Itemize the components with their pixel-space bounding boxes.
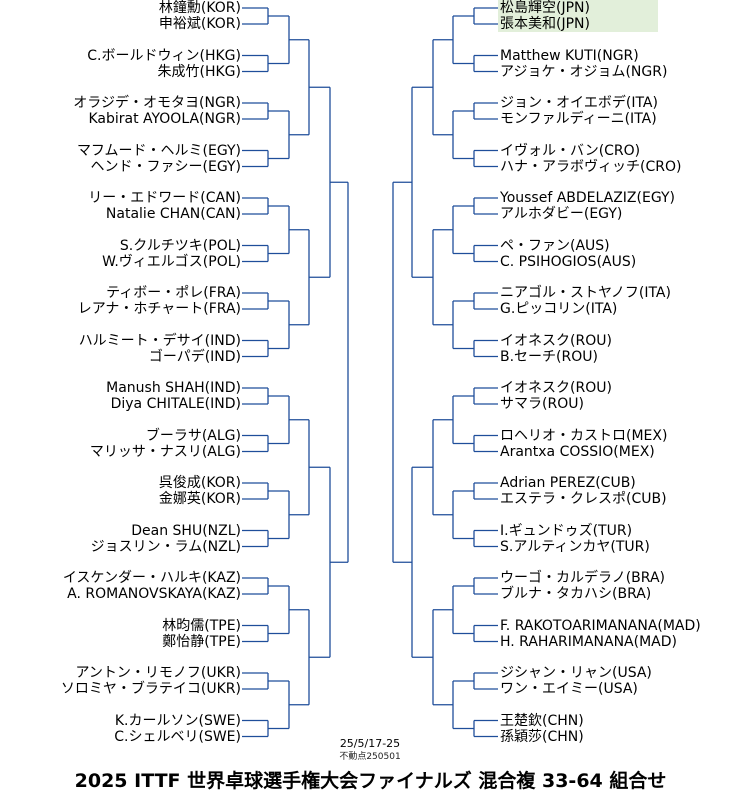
left-player-name: 朱成竹(HKG) bbox=[157, 63, 241, 80]
left-player-name: マフムード・ヘルミ(EGY) bbox=[76, 142, 241, 159]
right-player-name: G.ピッコリン(ITA) bbox=[500, 301, 618, 317]
event-dates: 25/5/17-25 bbox=[339, 737, 401, 750]
right-player-name: イオネスク(ROU) bbox=[500, 380, 612, 396]
left-player-name: 呉俊成(KOR) bbox=[158, 475, 241, 491]
right-player-name: F. RAKOTOARIMANANA(MAD) bbox=[500, 617, 701, 634]
right-player-name: ウーゴ・カルデラノ(BRA) bbox=[500, 570, 665, 586]
right-player-name: イオネスク(ROU) bbox=[500, 332, 612, 349]
left-player-name: Manush SHAH(IND) bbox=[106, 380, 241, 396]
right-player-name: Youssef ABDELAZIZ(EGY) bbox=[500, 190, 675, 206]
right-player-name: 張本美和(JPN) bbox=[500, 16, 590, 32]
right-player-name: H. RAHARIMANANA(MAD) bbox=[500, 633, 677, 650]
left-player-name: A. ROMANOVSKAYA(KAZ) bbox=[67, 586, 241, 602]
left-player-name: 申裕斌(KOR) bbox=[158, 16, 241, 32]
page-title: 2025 ITTF 世界卓球選手権大会ファイナルズ 混合複 33-64 組合せ bbox=[74, 770, 667, 792]
right-player-name: ハナ・アラボヴィッチ(CRO) bbox=[500, 158, 682, 175]
left-player-name: ハルミート・デサイ(IND) bbox=[78, 332, 241, 349]
right-player-name: ジシャン・リャン(USA) bbox=[500, 665, 652, 681]
left-player-name: 林鐘勳(KOR) bbox=[158, 0, 241, 16]
left-player-name: K.カールソン(SWE) bbox=[114, 712, 241, 729]
right-player-name: ロヘリオ・カストロ(MEX) bbox=[500, 427, 668, 444]
right-player-name: ペ・ファン(AUS) bbox=[500, 237, 610, 254]
left-player-name: ゴーパデ(IND) bbox=[148, 348, 241, 365]
left-player-name: Diya CHITALE(IND) bbox=[110, 396, 241, 412]
left-player-name: ソロミヤ・ブラテイコ(UKR) bbox=[60, 681, 241, 697]
right-player-name: アルホダビー(EGY) bbox=[500, 206, 623, 222]
left-player-name: ティボー・ポレ(FRA) bbox=[106, 285, 241, 301]
left-player-name: ジョスリン・ラム(NZL) bbox=[90, 538, 241, 555]
left-player-name: 林昀儒(TPE) bbox=[162, 617, 241, 634]
right-player-name: イヴォル・バン(CRO) bbox=[500, 142, 641, 159]
right-player-name: エステラ・クレスポ(CUB) bbox=[500, 491, 667, 507]
left-player-name: ヘンド・ファシー(EGY) bbox=[90, 158, 241, 175]
right-player-name: 王楚欽(CHN) bbox=[500, 712, 584, 729]
right-player-name: B.セーチ(ROU) bbox=[500, 348, 598, 365]
right-player-name: 松島輝空(JPN) bbox=[500, 0, 590, 16]
left-player-name: リー・エドワード(CAN) bbox=[88, 190, 241, 206]
right-player-name: ニアゴル・ストヤノフ(ITA) bbox=[500, 285, 671, 301]
left-player-name: Dean SHU(NZL) bbox=[131, 522, 241, 539]
right-player-name: モンファルディーニ(ITA) bbox=[500, 111, 657, 127]
right-player-name: 孫穎莎(CHN) bbox=[500, 728, 584, 745]
left-player-name: イスケンダー・ハルキ(KAZ) bbox=[62, 570, 241, 586]
right-player-name: ブルナ・タカハシ(BRA) bbox=[500, 586, 652, 602]
right-player-name: アジョケ・オジョム(NGR) bbox=[500, 63, 668, 80]
left-player-name: マリッサ・ナスリ(ALG) bbox=[89, 443, 241, 460]
left-player-name: 鄭怡静(TPE) bbox=[162, 633, 241, 650]
right-player-name: Matthew KUTI(NGR) bbox=[500, 47, 639, 64]
left-player-name: ブーラサ(ALG) bbox=[145, 427, 241, 444]
left-player-name: Natalie CHAN(CAN) bbox=[105, 206, 241, 222]
left-player-name: Kabirat AYOOLA(NGR) bbox=[88, 111, 241, 127]
left-player-name: アントン・リモノフ(UKR) bbox=[75, 665, 241, 681]
left-player-name: C.ボールドウィン(HKG) bbox=[87, 47, 241, 64]
highlight-box bbox=[498, 0, 658, 32]
right-player-name: ジョン・オイエボデ(ITA) bbox=[500, 95, 658, 111]
right-player-name: ワン・エイミー(USA) bbox=[500, 681, 638, 697]
right-player-name: Arantxa COSSIO(MEX) bbox=[500, 443, 655, 460]
left-player-name: レアナ・ホチャート(FRA) bbox=[77, 301, 241, 317]
right-player-name: サマラ(ROU) bbox=[500, 396, 584, 412]
right-player-name: Adrian PEREZ(CUB) bbox=[500, 475, 636, 491]
right-player-name: S.アルティンカヤ(TUR) bbox=[500, 538, 650, 555]
left-player-name: C.シェルベリ(SWE) bbox=[114, 728, 241, 745]
left-player-name: オラジデ・オモタヨ(NGR) bbox=[73, 95, 241, 111]
left-player-name: 金娜英(KOR) bbox=[158, 491, 241, 507]
left-player-name: S.クルチツキ(POL) bbox=[119, 237, 241, 254]
right-player-name: I.ギュンドゥズ(TUR) bbox=[500, 522, 633, 539]
right-player-name: C. PSIHOGIOS(AUS) bbox=[500, 253, 637, 270]
version-note: 不動点250501 bbox=[339, 752, 401, 762]
left-player-name: W.ヴィエルゴス(POL) bbox=[102, 253, 241, 270]
